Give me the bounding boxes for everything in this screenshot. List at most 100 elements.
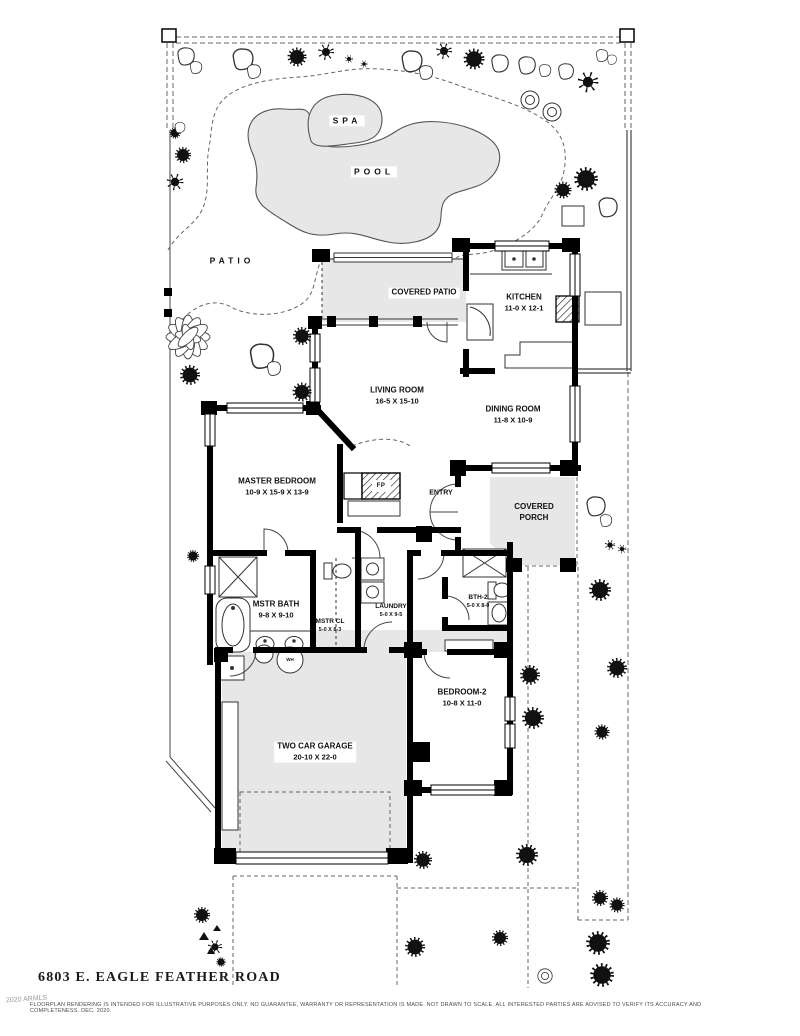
- spiky-plant-icon: [583, 77, 593, 87]
- garage-fixtures: [219, 558, 494, 831]
- shower-icon: [218, 556, 258, 598]
- ac-pad: [584, 291, 622, 326]
- laundry-door-arc: [363, 621, 393, 651]
- patio-pad: [561, 205, 585, 227]
- bath2-door-arc: [444, 595, 470, 621]
- spiky-plant-icon: [211, 943, 218, 950]
- bath-fixtures: [215, 556, 352, 653]
- bush-icon: [589, 934, 607, 952]
- pool-label: POOL: [350, 166, 398, 178]
- landscaping: [165, 47, 624, 984]
- boulder-icon: [586, 496, 606, 517]
- boulder-icon: [558, 63, 574, 80]
- property-boundary: [161, 28, 635, 920]
- window: [504, 723, 516, 749]
- window: [204, 565, 216, 595]
- window: [569, 253, 581, 297]
- bathtub-icon: [215, 597, 251, 653]
- boulder-icon: [607, 54, 617, 65]
- fridge-icon: [466, 303, 494, 341]
- bush-icon: [466, 51, 481, 66]
- front-door-arc: [429, 483, 459, 513]
- spa-label: SPA: [329, 115, 365, 127]
- boulder-icon: [174, 122, 186, 134]
- spiky-plant-icon: [171, 178, 179, 186]
- bush-icon: [290, 50, 304, 64]
- bush-icon: [594, 892, 606, 904]
- entry-hall-door-arc: [417, 552, 445, 580]
- bush-icon: [557, 184, 570, 197]
- boulder-icon: [518, 56, 536, 75]
- boulder-icon: [189, 61, 203, 74]
- agave-icon: [165, 314, 211, 360]
- boulder-icon: [491, 54, 509, 73]
- spiky-plant-icon: [607, 542, 612, 547]
- well-icon: [537, 968, 553, 984]
- wall-corner-blocks: [201, 238, 580, 864]
- bush-icon: [610, 661, 625, 676]
- bush-icon: [177, 149, 189, 161]
- bush-icon: [494, 932, 506, 944]
- kitchen-fixtures: [466, 205, 622, 369]
- boulder-icon: [538, 64, 552, 77]
- bush-icon: [416, 853, 429, 866]
- bush-icon: [592, 582, 608, 598]
- fireplace-label: FP: [376, 482, 386, 489]
- laundry-appliances: [360, 557, 385, 604]
- toilet-icon: [323, 562, 352, 580]
- bath2-fixtures: [462, 548, 511, 626]
- window: [430, 784, 496, 796]
- bush-icon: [611, 899, 622, 910]
- small-rock-icon: [199, 925, 221, 954]
- workbench: [221, 701, 239, 831]
- boulder-icon: [595, 49, 609, 62]
- bush-icon: [593, 966, 611, 984]
- patio-label: PATIO: [209, 255, 255, 266]
- patio-structure: [318, 252, 466, 327]
- bedroom2-door-arc: [423, 651, 451, 679]
- bush-icon: [596, 726, 607, 737]
- window: [491, 462, 551, 474]
- boulder-icon: [599, 514, 613, 527]
- window: [309, 367, 321, 403]
- spiky-plant-icon: [620, 547, 624, 551]
- boulder-icon: [401, 50, 423, 73]
- spiky-plant-icon: [360, 60, 368, 68]
- spiky-plant-icon: [440, 47, 448, 55]
- boulder-icon: [247, 64, 262, 79]
- sink-icon: [487, 601, 511, 626]
- bush-icon: [186, 549, 200, 563]
- window: [309, 333, 321, 363]
- room-label-entry: ENTRY: [429, 489, 453, 497]
- boulder-icon: [419, 65, 434, 80]
- room-label-covered-porch: COVERED PORCH: [514, 501, 554, 522]
- fireplace-icon: [343, 472, 401, 517]
- window: [226, 402, 304, 414]
- island-counter: [504, 341, 576, 369]
- bush-icon: [295, 329, 308, 342]
- garage-door-arc: [229, 649, 257, 677]
- bush-icon: [519, 847, 535, 863]
- plan-title: 6803 E. EAGLE FEATHER ROAD: [38, 970, 281, 985]
- spiky-plant-icon: [322, 48, 330, 56]
- bush-icon: [196, 909, 208, 921]
- window: [204, 413, 216, 447]
- bush-icon: [577, 170, 595, 188]
- patio-door-arc: [426, 321, 448, 343]
- bush-icon: [216, 957, 226, 967]
- windows: [204, 240, 581, 865]
- bush-icon: [295, 385, 309, 399]
- planter-icon: [520, 90, 540, 110]
- spiky-plant-icon: [345, 55, 353, 63]
